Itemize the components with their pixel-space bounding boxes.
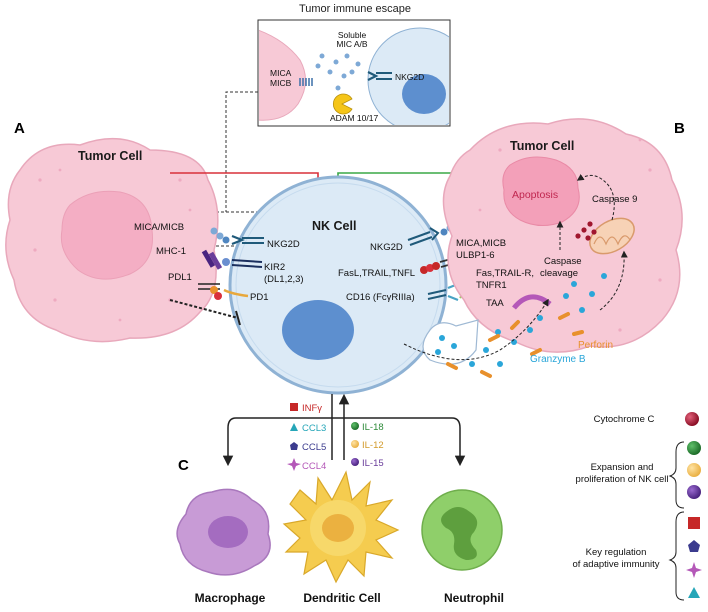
right-taa-label: TAA <box>486 298 504 309</box>
nk-cell <box>228 175 448 395</box>
to-macrophage-arrow <box>222 417 332 467</box>
nk-kir2-label-2: (DL1,2,3) <box>264 274 304 285</box>
svg-text:CCL3: CCL3 <box>302 423 326 434</box>
inset-adam-label: ADAM 10/17 <box>330 113 378 123</box>
nkg2d-left-receptor <box>210 227 264 246</box>
cytokine-ccl4: CCL4 <box>287 458 326 472</box>
legend-il18-icon <box>687 441 701 455</box>
cleavage-label-2: cleavage <box>540 268 578 279</box>
inset-tumor-cell <box>259 29 306 121</box>
neutrophil-icon <box>421 489 503 571</box>
macrophage-label: Macrophage <box>195 591 266 605</box>
left-mhc1-label: MHC-1 <box>156 246 186 257</box>
inset-membrane-mic <box>299 78 313 86</box>
granzyme-to-mito-arrow <box>599 250 628 311</box>
legend-ccl4-icon <box>686 562 702 578</box>
svg-text:INFγ: INFγ <box>302 403 322 414</box>
granzyme-dots <box>435 273 607 367</box>
caspase9-to-apoptosis-arrow <box>576 173 615 221</box>
nk-pd1-label: PD1 <box>250 292 268 303</box>
right-fas-label-1: Fas,TRAIL-R, <box>476 268 534 279</box>
right-fas-label-2: TNFR1 <box>476 280 507 291</box>
cytokine-il15: IL-15 <box>351 458 384 469</box>
granule-to-cell-arrow <box>403 298 549 361</box>
nk-nkg2d-left-label: NKG2D <box>267 239 300 250</box>
legend-il15-icon <box>687 485 701 499</box>
nk-cd16-label: CD16 (FcγRIIIa) <box>346 292 415 303</box>
inset-nkg2d-receptor <box>367 71 392 81</box>
legend-cytochrome-icon <box>685 412 699 426</box>
cleavage-label-1: Caspase <box>544 256 582 267</box>
right-mica-label-2: ULBP1-6 <box>456 250 495 261</box>
inset-mica-label: MICA <box>270 68 292 78</box>
inset-nkg2d-label: NKG2D <box>395 72 424 82</box>
left-pdl1-label: PDL1 <box>168 272 192 283</box>
pdl1-pd1-receptor <box>198 283 249 300</box>
inset-soluble-label-1: Soluble <box>338 30 367 40</box>
nk-nucleus <box>282 300 354 360</box>
nk-kir2-label-1: KIR2 <box>264 262 285 273</box>
perforin-rods <box>446 312 584 378</box>
svg-text:IL-12: IL-12 <box>362 440 384 451</box>
inset-connector <box>225 91 258 212</box>
cytokine-ccl3: CCL3 <box>290 423 326 434</box>
right-tumor-title: Tumor Cell <box>510 139 574 153</box>
macrophage-icon <box>176 488 271 576</box>
legend-ccl5-icon <box>688 540 700 552</box>
perforin-label: Perforin <box>578 340 613 351</box>
dendritic-cell-icon <box>282 470 400 584</box>
svg-text:IL-15: IL-15 <box>362 458 384 469</box>
nkg2d-right-receptor <box>407 224 454 246</box>
panel-label-c: C <box>178 457 189 474</box>
dendritic-cell-label: Dendritic Cell <box>303 591 380 605</box>
cytokine-infg: INFγ <box>290 403 322 414</box>
neutrophil-label: Neutrophil <box>444 591 504 605</box>
panel-label-b: B <box>674 120 685 137</box>
right-tumor-dots <box>478 138 662 332</box>
to-neutrophil-arrow <box>332 417 466 467</box>
nk-title: NK Cell <box>312 219 356 233</box>
caspase9-label: Caspase 9 <box>592 194 637 205</box>
nk-nkg2d-right-label: NKG2D <box>370 242 403 253</box>
left-tumor-title: Tumor Cell <box>78 149 142 163</box>
legend-cytochrome-label: Cytochrome C <box>594 414 655 425</box>
svg-text:IL-18: IL-18 <box>362 422 384 433</box>
legend-expansion-brace <box>668 441 685 509</box>
pd1-inhibition-line <box>169 299 239 319</box>
apoptosis-label: Apoptosis <box>512 189 558 201</box>
right-mica-label-1: MICA,MICB <box>456 238 506 249</box>
inset-soluble-mic <box>315 53 361 91</box>
left-mica-micb-label: MICA/MICB <box>134 222 184 233</box>
mhc1-kir2-receptor <box>201 249 263 270</box>
legend-infg-icon <box>688 517 700 529</box>
legend-key-brace <box>668 511 685 601</box>
inset-title: Tumor immune escape <box>299 3 411 15</box>
legend-expansion-label-1: Expansion and <box>591 462 654 473</box>
cytokine-il12: IL-12 <box>351 440 384 451</box>
granzyme-label: Granzyme B <box>530 354 586 365</box>
mitochondria-icon <box>589 217 635 255</box>
inset-soluble-label-2: MIC A/B <box>336 39 368 49</box>
legend-key-label-2: of adaptive immunity <box>572 559 659 570</box>
cytokine-ccl5: CCL5 <box>290 442 326 453</box>
svg-text:CCL5: CCL5 <box>302 442 326 453</box>
legend-ccl3-icon <box>688 587 700 598</box>
panel-label-a: A <box>14 120 25 137</box>
cytokine-il18: IL-18 <box>351 422 384 433</box>
inset-box: MICA MICB Soluble MIC A/B ADAM 10/17 NKG… <box>257 19 451 127</box>
cytochrome-dots <box>575 221 597 241</box>
legend-expansion-label-2: proliferation of NK cell <box>576 474 669 485</box>
svg-text:CCL4: CCL4 <box>302 461 326 472</box>
nk-fasl-label: FasL,TRAIL,TNFL <box>338 268 415 279</box>
left-tumor-nucleus <box>60 190 154 280</box>
inset-micb-label: MICB <box>270 78 292 88</box>
legend-il12-icon <box>687 463 701 477</box>
adam-pacman-icon <box>332 93 353 115</box>
legend-key-label-1: Key regulation <box>586 547 647 558</box>
